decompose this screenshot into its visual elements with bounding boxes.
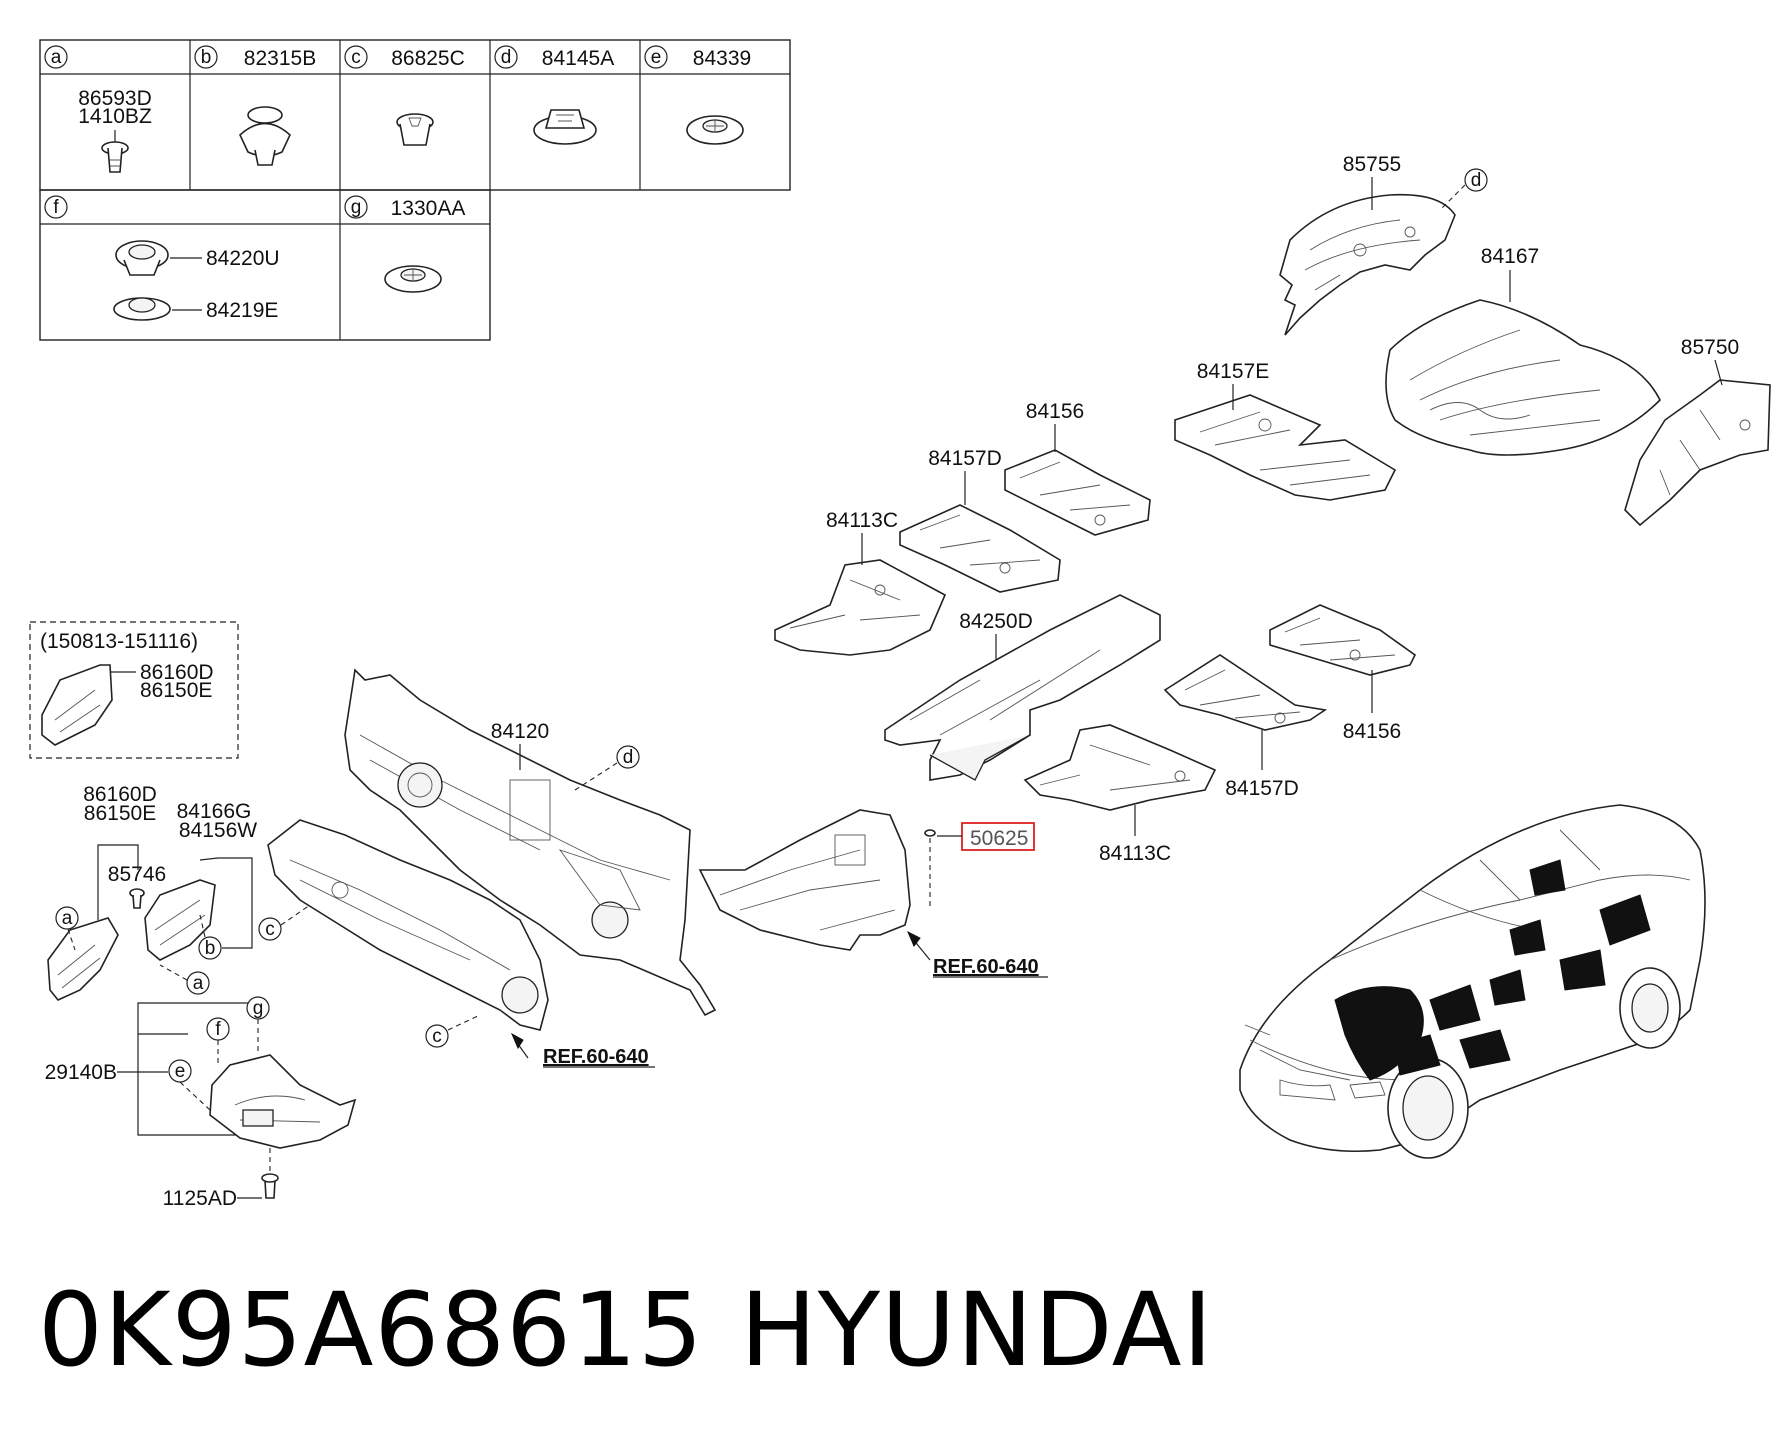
label-84157D-top: 84157D: [928, 447, 1002, 470]
legend-letter-d: d: [501, 47, 512, 68]
flange-nut-icon: [533, 109, 597, 145]
ref-60-640-left: REF.60-640: [543, 1046, 649, 1068]
callout-g: g: [253, 998, 264, 1019]
label-84157D-bottom: 84157D: [1225, 777, 1299, 800]
part-84157D-bottom-pad: 84157D: [1163, 654, 1328, 800]
legend-letter-g: g: [351, 197, 362, 218]
label-85746: 85746: [108, 863, 166, 886]
legend-part-84339: 84339: [693, 47, 751, 70]
callout-f: f: [215, 1019, 221, 1040]
legend-letter-b: b: [201, 47, 212, 68]
label-84157E: 84157E: [1197, 360, 1269, 383]
legend-cell-g: g 1330AA: [344, 195, 466, 293]
part-front-floor-insulator: 50625 REF.60-640: [698, 809, 1048, 978]
part-84156-top-pad: 84156: [1004, 400, 1151, 536]
part-84250D-tunnel-insulator: 84250D: [884, 594, 1161, 781]
label-84250D: 84250D: [959, 610, 1033, 633]
label-29140B: 29140B: [45, 1061, 117, 1084]
label-85750: 85750: [1681, 336, 1739, 359]
label-50625: 50625: [970, 827, 1028, 850]
ref-60-640-right: REF.60-640: [933, 956, 1039, 978]
callout-d-dash: d: [623, 747, 634, 768]
legend-letter-f: f: [53, 197, 59, 218]
label-84113C-top: 84113C: [826, 509, 898, 532]
callout-d-85755: d: [1471, 170, 1482, 191]
part-84120-dash-insulator: 84120 d: [344, 668, 717, 1017]
label-86160D: 86160D: [83, 783, 157, 806]
label-86150E: 86150E: [84, 802, 156, 825]
part-84157D-top-pad: 84157D: [899, 447, 1061, 593]
legend-part-86593D: 86593D: [78, 87, 152, 110]
part-85755-insulator: 85755 d: [1279, 153, 1488, 336]
push-pin-clip-icon: [101, 130, 129, 173]
label-1125AD: 1125AD: [163, 1187, 237, 1210]
legend-part-1330AA: 1330AA: [391, 197, 466, 220]
dated-label-86160D: 86160D: [140, 661, 214, 684]
label-84156-top: 84156: [1026, 400, 1084, 423]
grommet-clip-icon: [396, 113, 434, 146]
clip-retainer-icon: [115, 240, 169, 276]
legend-letter-a: a: [51, 47, 62, 68]
part-84113C-bottom-pad: 84113C: [1023, 724, 1217, 865]
legend-part-84219E: 84219E: [206, 299, 278, 322]
part-84167-floor-insulator: 84167: [1385, 245, 1661, 456]
legend-part-84220U: 84220U: [206, 247, 280, 270]
label-84156-bottom: 84156: [1343, 720, 1401, 743]
push-nut-icon: [686, 115, 744, 145]
label-84156W: 84156W: [179, 819, 257, 842]
part-84156-bottom-pad: 84156: [1269, 604, 1417, 743]
trim-clip-icon: [239, 106, 291, 166]
legend-letter-c: c: [351, 47, 361, 68]
callout-a-left: a: [62, 908, 73, 929]
dated-label-86150E: 86150E: [140, 679, 212, 702]
legend-cell-c: c 86825C: [344, 45, 465, 146]
legend-part-84145A: 84145A: [542, 47, 614, 70]
legend-cell-b: b 82315B: [194, 45, 316, 166]
legend-cell-e: e 84339: [644, 45, 751, 145]
callout-b-left: b: [205, 938, 216, 959]
legend-cell-d: d 84145A: [494, 45, 614, 145]
part-85750-fender-insulator: 85750: [1624, 336, 1771, 527]
vehicle-location-illustration: [1239, 804, 1706, 1159]
legend-cell-f: f 84220U 84219E: [44, 195, 280, 322]
callout-c-lower: c: [432, 1026, 442, 1047]
washer-icon: [113, 297, 171, 321]
under-cover-group: 29140B g f e 1125AD: [45, 996, 357, 1210]
label-84120: 84120: [491, 720, 549, 743]
left-side-trim-group: 86160D 86150E 84166G 84156W 85746 a b a: [47, 783, 257, 1001]
callout-c-upper: c: [265, 919, 275, 940]
speed-nut-icon: [384, 265, 442, 293]
dated-parts-box: (150813-151116) 86160D 86150E: [29, 621, 239, 759]
dated-range-label: (150813-151116): [40, 630, 198, 653]
callout-a-lower: a: [193, 973, 204, 994]
part-dash-lower-insulator: c c REF.60-640: [258, 819, 655, 1068]
callout-e: e: [175, 1061, 186, 1082]
label-84113C-bottom: 84113C: [1099, 842, 1171, 865]
brand-footer: HYUNDAI: [740, 1271, 1214, 1390]
part-84113C-top-pad: 84113C: [774, 509, 947, 656]
label-84167: 84167: [1481, 245, 1539, 268]
legend-cell-a: a 86593D 1410BZ: [44, 45, 152, 173]
legend-part-86825C: 86825C: [391, 47, 465, 70]
legend-letter-e: e: [651, 47, 662, 68]
part-number-footer: 0K95A68615: [38, 1271, 704, 1390]
label-84166G: 84166G: [177, 800, 252, 823]
legend-part-1410BZ: 1410BZ: [78, 105, 152, 128]
fastener-legend-table: a 86593D 1410BZ b 82315B c 86: [39, 39, 791, 341]
legend-part-82315B: 82315B: [244, 47, 316, 70]
label-85755: 85755: [1343, 153, 1401, 176]
part-84157E-floor-pad: 84157E: [1174, 360, 1397, 501]
